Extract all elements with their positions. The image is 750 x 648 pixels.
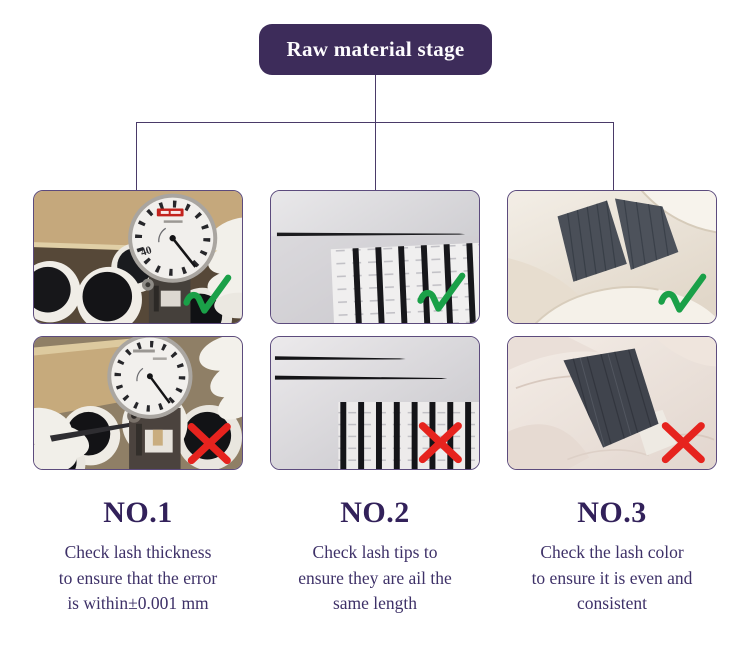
connector-crossbar: [136, 122, 614, 123]
stage-title-box: Raw material stage: [259, 24, 492, 75]
lash-strip-tray: [330, 242, 479, 323]
column-heading-no2: NO.2: [340, 496, 410, 529]
lash-strips-pass-illustration: [271, 191, 479, 323]
check-icon: [658, 273, 707, 313]
description-line: consistent: [577, 593, 647, 613]
column-heading-no1: NO.1: [103, 496, 173, 529]
glove-right: [199, 337, 242, 420]
x-icon: [418, 422, 462, 464]
column-description-no2: Check lash tips to ensure they are ail t…: [260, 540, 490, 617]
column-description-no3: Check the lash color to ensure it is eve…: [497, 540, 727, 617]
photo-no3-pass: [507, 190, 717, 324]
column-heading-no3: NO.3: [577, 496, 647, 529]
check-icon: [417, 272, 466, 312]
check-icon: [183, 274, 232, 314]
thickness-gauge-pass-illustration: 40: [34, 191, 242, 323]
lash-fiber-pass-illustration: [508, 191, 716, 323]
photo-no1-fail: [33, 336, 243, 470]
connector-stem: [375, 75, 376, 190]
tweezers: [49, 422, 131, 442]
description-line: to ensure that the error: [58, 567, 218, 588]
lash-strips-fail-illustration: [271, 337, 479, 469]
description-line: to ensure it is even and: [531, 567, 693, 588]
connector-drop-right: [613, 122, 614, 190]
thickness-gauge-fail-illustration: [34, 337, 242, 469]
photo-no2-pass: [270, 190, 480, 324]
description-line: same length: [332, 593, 418, 613]
column-no2-text: NO.2 Check lash tips to ensure they are …: [260, 494, 490, 617]
column-no1-text: NO.1 Check lash thickness to ensure that…: [23, 494, 253, 617]
photo-no3-fail: [507, 336, 717, 470]
x-icon: [661, 422, 705, 464]
description-line: Check lash tips to: [312, 542, 438, 562]
gauge-dial-number: 40: [139, 244, 154, 259]
x-icon: [187, 423, 231, 465]
column-description-no1: Check lash thickness to ensure that the …: [23, 540, 253, 617]
description-line: ensure they are ail the: [298, 567, 452, 588]
lash-fiber-fail-illustration: [508, 337, 716, 469]
description-line: Check lash thickness: [64, 542, 212, 562]
stage-title: Raw material stage: [286, 37, 465, 61]
description-line: Check the lash color: [540, 542, 684, 562]
description-line: is within±0.001 mm: [67, 593, 209, 613]
connector-drop-left: [136, 122, 137, 190]
column-no3-text: NO.3 Check the lash color to ensure it i…: [497, 494, 727, 617]
dial-gauge: [107, 337, 193, 419]
photo-no1-pass: 40: [33, 190, 243, 324]
dial-gauge: 40: [128, 193, 218, 283]
photo-no2-fail: [270, 336, 480, 470]
